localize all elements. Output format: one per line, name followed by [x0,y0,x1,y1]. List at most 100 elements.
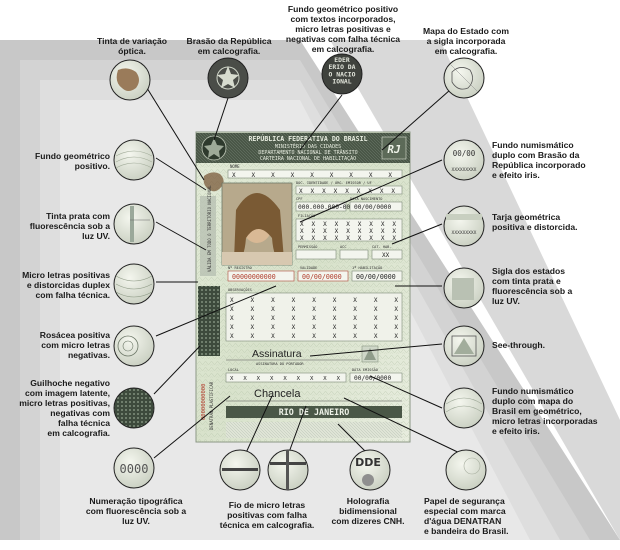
observacoes-label: OBSERVAÇÕES [228,287,252,292]
acc-label: ACC [340,245,347,249]
label-papel-seguranca: Papel de segurança especial com marca d'… [424,496,509,536]
label-mapa-estado: Mapa do Estado com a sigla incorporada e… [423,26,509,56]
registro-label: Nº REGISTRO [228,266,252,270]
state-badge [381,136,407,160]
local-field [225,372,347,383]
header-line-3: DEPARTAMENTO NACIONAL DE TRÂNSITO [258,149,357,156]
zoom-sigla-estados [443,267,485,309]
data-emissao-label: DATA EMISSÃO [352,367,378,372]
vertical-plastic: DENATRAN PLASTIFICAR [209,381,214,430]
city-text: RIO DE JANEIRO [279,407,350,417]
assinatura-text: Assinatura [252,348,302,360]
cnh-document: REPÚBLICA FEDERATIVA DO BRASIL MINISTÉRI… [195,131,411,443]
label-fundo-numis-brasao: Fundo numismático duplo com Brasão da Re… [492,140,586,180]
label-see-through: See-through. [492,340,545,350]
cat-field [371,249,403,260]
primeira-label: 1ª HABILITAÇÃO [352,265,382,270]
label-fundo-numis-mapa: Fundo numismático duplo com mapa do Bras… [492,386,598,436]
zoom-holografia: DDE [349,449,391,491]
validade-value: 00/00/0000 [302,273,342,281]
city-band [226,406,402,418]
data-emissao-value: 00/00/0000 [354,375,392,382]
zoom-fundo-text-line: O NACIO [329,70,356,78]
zoom-fundo-text-line: EDER [334,56,350,64]
label-sigla-estados: Sigla dos estados com tinta prata e fluo… [492,266,573,306]
filiacao-label: FILIAÇÃO [298,213,315,218]
name-field [227,169,403,179]
data-emissao-field [349,372,403,383]
obs-line-1: XXXXXXXXX [230,297,398,304]
zoom-papel [445,449,487,491]
zoom-tinta-prata [113,203,155,245]
label-micro-letras-duplex: Micro letras positivas e distorcidas dup… [22,270,110,300]
zoom-fundo-numis-brasao: 00/00 XXXXXXXXX [443,139,485,181]
brazil-map-mark [203,172,224,192]
assinatura-label: ASSINATURA DO PORTADOR [256,362,304,366]
header-line-1: REPÚBLICA FEDERATIVA DO BRASIL [248,134,367,143]
obs-line-3: XXXXXXXXX [230,315,398,322]
local-value: XXXXXXXXX [230,376,341,382]
zoom-see-through [443,325,485,367]
cpf-value: 000.000.000-00 [298,204,350,211]
label-fundo-geom-textos: Fundo geométrico positivo com textos inc… [285,4,401,54]
zoom-mapa-estado [443,57,485,99]
registro-field [227,270,295,282]
label-numeracao: Numeração tipográfica com fluorescência … [85,496,187,526]
zoom-rosacea [113,325,155,367]
validade-label: VALIDADE [300,266,317,270]
birth-value: 00/00/0000 [354,204,392,211]
observacoes-field [225,292,403,342]
leader-lines [141,79,467,459]
label-guilhoche: Guilhoche negativo com imagem latente, m… [19,378,110,438]
filiacao-line-2: XXXXXXXXX [300,228,396,235]
cpf-label: CPF [296,197,303,201]
zoom-tinta-variacao [109,59,151,101]
zoom-tarja: XXXXXXXXX [443,205,485,247]
zoom-fio-micro-2 [267,449,309,491]
label-rosacea: Rosácea positiva com micro letras negati… [39,330,110,360]
filiacao-line-1: XXXXXXXXX [300,221,396,228]
id-field [295,185,403,195]
chancela-text: Chancela [254,388,301,400]
zoom-fundo-numis-mapa [443,387,485,429]
zoom-brasao [207,57,249,99]
birth-label: DATA NASCIMENTO [350,197,382,201]
name-label: NOME [230,164,240,169]
zoom-micro-duplex [113,263,155,305]
zoom-fundo-geom-positivo [113,139,155,181]
filiacao-field [295,218,403,242]
id-value: XXXXXXXXX [299,188,395,195]
label-fio-micro: Fio de micro letras positivas com falha … [219,500,315,530]
zoom-tarja-text: XXXXXXXXX [452,230,477,236]
zoom-numer-text: 0000 [120,462,149,476]
primeira-field [351,270,403,282]
zoom-numeracao: 0000 [113,447,155,489]
label-brasao-calcografia: Brasão da República em calcografia. [186,36,272,56]
obs-line-5: XXXXXXXXX [230,333,398,340]
label-holografia: Holografia bidimensional com dizeres CNH… [331,496,405,526]
zoom-holo-text: DDE [355,456,381,469]
rosacea-block [198,286,220,356]
zoom-fundo-text-line: IONAL [332,78,351,86]
zoom-fio-micro-1 [219,449,261,491]
label-fundo-geom-positivo: Fundo geométrico positivo. [35,151,110,171]
permissao-field [295,249,337,260]
header-line-2: MINISTÉRIO DAS CIDADES [275,142,341,150]
state-badge-text: RJ [387,143,401,156]
vertical-number: 00000000000 [201,384,207,420]
obs-line-4: XXXXXXXXX [230,324,398,331]
header-line-4: CARTEIRA NACIONAL DE HABILITAÇÃO [260,155,356,162]
cat-label: CAT. HAB. [372,245,391,249]
zoom-guilhoche [113,387,155,429]
zoom-numis-text: 00/00 [453,149,476,158]
vertical-text: VÁLIDA EM TODO O TERRITÓRIO NACIONAL [207,185,212,272]
validade-field [297,270,349,282]
obs-line-2: XXXXXXXXX [230,306,398,313]
zoom-numis-pattern: XXXXXXXXX [452,167,477,173]
birth-field [349,201,403,212]
registro-value: 00000000000 [232,273,276,281]
zoom-fundo-text-line: ERIO DA [329,63,356,71]
